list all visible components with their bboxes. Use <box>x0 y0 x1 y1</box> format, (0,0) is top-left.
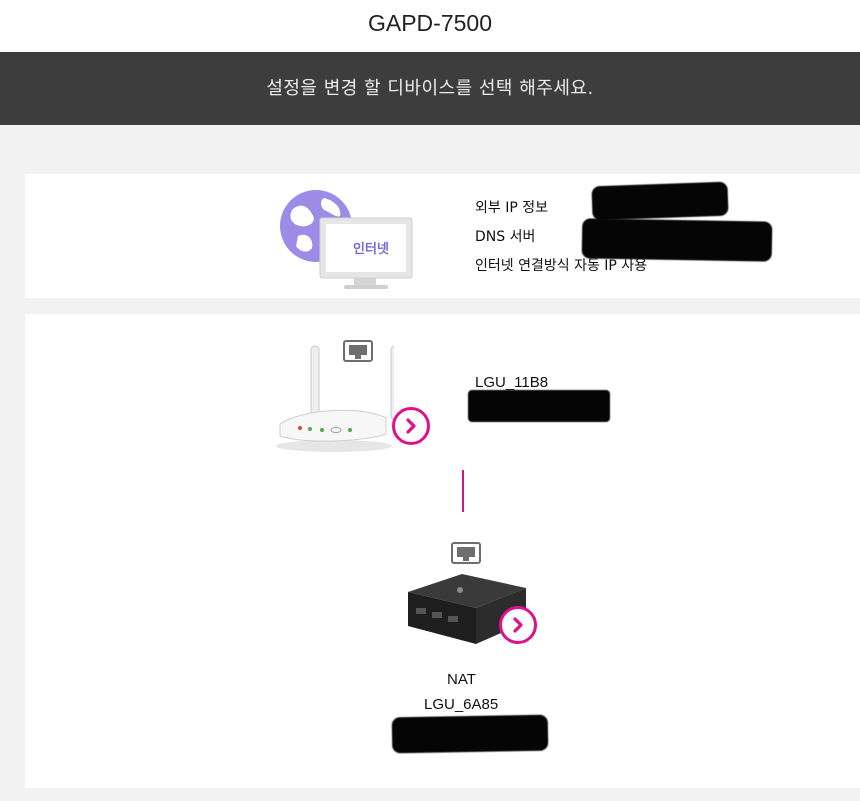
instruction-text: 설정을 변경 할 디바이스를 선택 해주세요. <box>266 78 594 99</box>
devices-card <box>25 314 860 788</box>
router-settings-button[interactable] <box>392 407 430 445</box>
connection-type-value: 자동 IP 사용 <box>574 258 648 274</box>
monitor-label: 인터넷 <box>353 242 389 257</box>
nat-device-settings-button[interactable] <box>499 606 537 644</box>
internet-illustration <box>280 190 413 289</box>
router-name: LGU_11B8 <box>475 374 549 391</box>
instruction-banner: 설정을 변경 할 디바이스를 선택 해주세요. <box>0 52 860 125</box>
chevron-right-icon <box>513 617 523 633</box>
page-title: GAPD-7500 <box>367 10 492 36</box>
router-icon[interactable] <box>274 342 394 454</box>
connection-type-label: 인터넷 연결방식 <box>475 258 570 274</box>
monitor-icon <box>319 217 413 289</box>
ethernet-port-icon <box>451 542 481 564</box>
redaction-mark <box>468 390 610 422</box>
connection-type-line: 인터넷 연결방식 자동 IP 사용 <box>475 255 647 275</box>
redaction-mark <box>391 714 549 754</box>
top-bar: GAPD-7500 <box>0 0 860 52</box>
external-ip-label: 외부 IP 정보 <box>475 200 548 216</box>
chevron-right-icon <box>406 418 416 434</box>
nat-box-icon[interactable] <box>402 568 532 652</box>
nat-device-name: LGU_6A85 <box>424 696 499 713</box>
nat-mode-label: NAT <box>447 671 476 688</box>
dns-server-label: DNS 서버 <box>475 229 536 245</box>
redaction-mark <box>591 181 729 221</box>
redaction-mark <box>581 218 773 262</box>
ethernet-port-icon <box>343 340 373 362</box>
connection-line <box>462 470 464 512</box>
